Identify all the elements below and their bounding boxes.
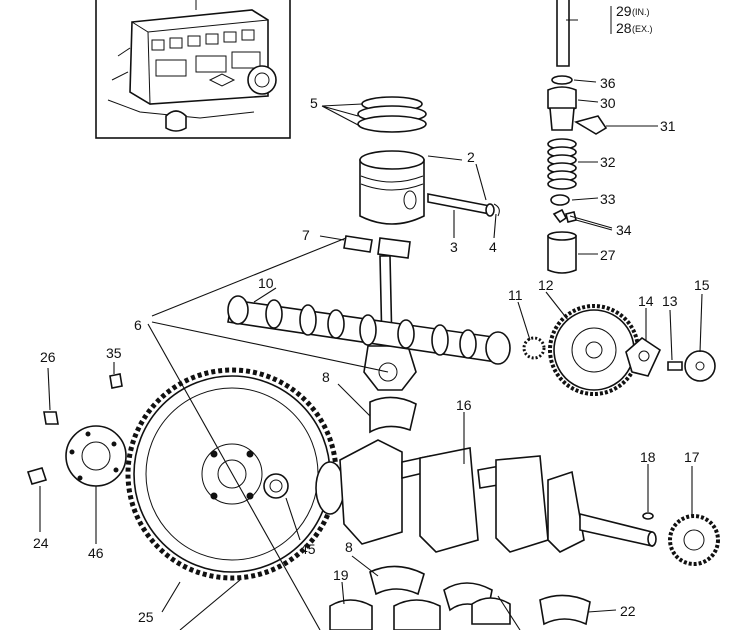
engine-block-inset bbox=[95, 0, 291, 139]
callout-30: 30 bbox=[600, 95, 616, 111]
flywheel-hardware bbox=[26, 373, 127, 487]
connecting-rod bbox=[343, 235, 417, 434]
callout-labels: 2 3 4 5 6 7 8 8 10 11 12 13 14 15 16 17 … bbox=[33, 75, 710, 625]
callout-3: 3 bbox=[450, 239, 458, 255]
callout-19: 19 bbox=[333, 567, 349, 583]
callout-2: 2 bbox=[467, 149, 475, 165]
callout-35: 35 bbox=[106, 345, 122, 361]
callout-22: 22 bbox=[620, 603, 636, 619]
callout-5: 5 bbox=[310, 95, 318, 111]
callout-14: 14 bbox=[638, 293, 654, 309]
callout-12: 12 bbox=[538, 277, 554, 293]
callout-46: 46 bbox=[88, 545, 104, 561]
camshaft bbox=[227, 295, 511, 365]
callout-24: 24 bbox=[33, 535, 49, 551]
callout-36: 36 bbox=[600, 75, 616, 91]
callout-6: 6 bbox=[134, 317, 142, 333]
callout-33: 33 bbox=[600, 191, 616, 207]
callout-31: 31 bbox=[660, 118, 676, 134]
callout-45: 45 bbox=[300, 541, 316, 557]
callout-32: 32 bbox=[600, 154, 616, 170]
camshaft-gear-assembly bbox=[522, 304, 716, 396]
callout-11: 11 bbox=[508, 287, 523, 303]
label-exhaust: (EX.) bbox=[632, 24, 653, 34]
callout-7: 7 bbox=[302, 227, 310, 243]
piston-assembly bbox=[357, 96, 500, 225]
main-bearings bbox=[329, 565, 591, 630]
callout-28: 28 bbox=[616, 20, 632, 36]
callout-18: 18 bbox=[640, 449, 656, 465]
callout-15: 15 bbox=[694, 277, 710, 293]
label-intake: (IN.) bbox=[632, 7, 650, 17]
crankshaft bbox=[315, 439, 720, 566]
callout-16: 16 bbox=[456, 397, 472, 413]
callout-13: 13 bbox=[662, 293, 678, 309]
callout-8-lower: 8 bbox=[345, 539, 353, 555]
callout-34: 34 bbox=[616, 222, 632, 238]
callout-4: 4 bbox=[489, 239, 497, 255]
valve-stem-labels: 29 (IN.) 28 (EX.) bbox=[616, 3, 653, 36]
valve-assembly bbox=[547, 0, 612, 274]
leader-lines bbox=[39, 79, 703, 630]
callout-26: 26 bbox=[40, 349, 56, 365]
callout-29: 29 bbox=[616, 3, 632, 19]
callout-17: 17 bbox=[684, 449, 700, 465]
callout-25: 25 bbox=[138, 609, 154, 625]
callout-27: 27 bbox=[600, 247, 616, 263]
callout-8-upper: 8 bbox=[322, 369, 330, 385]
callout-10: 10 bbox=[258, 275, 274, 291]
